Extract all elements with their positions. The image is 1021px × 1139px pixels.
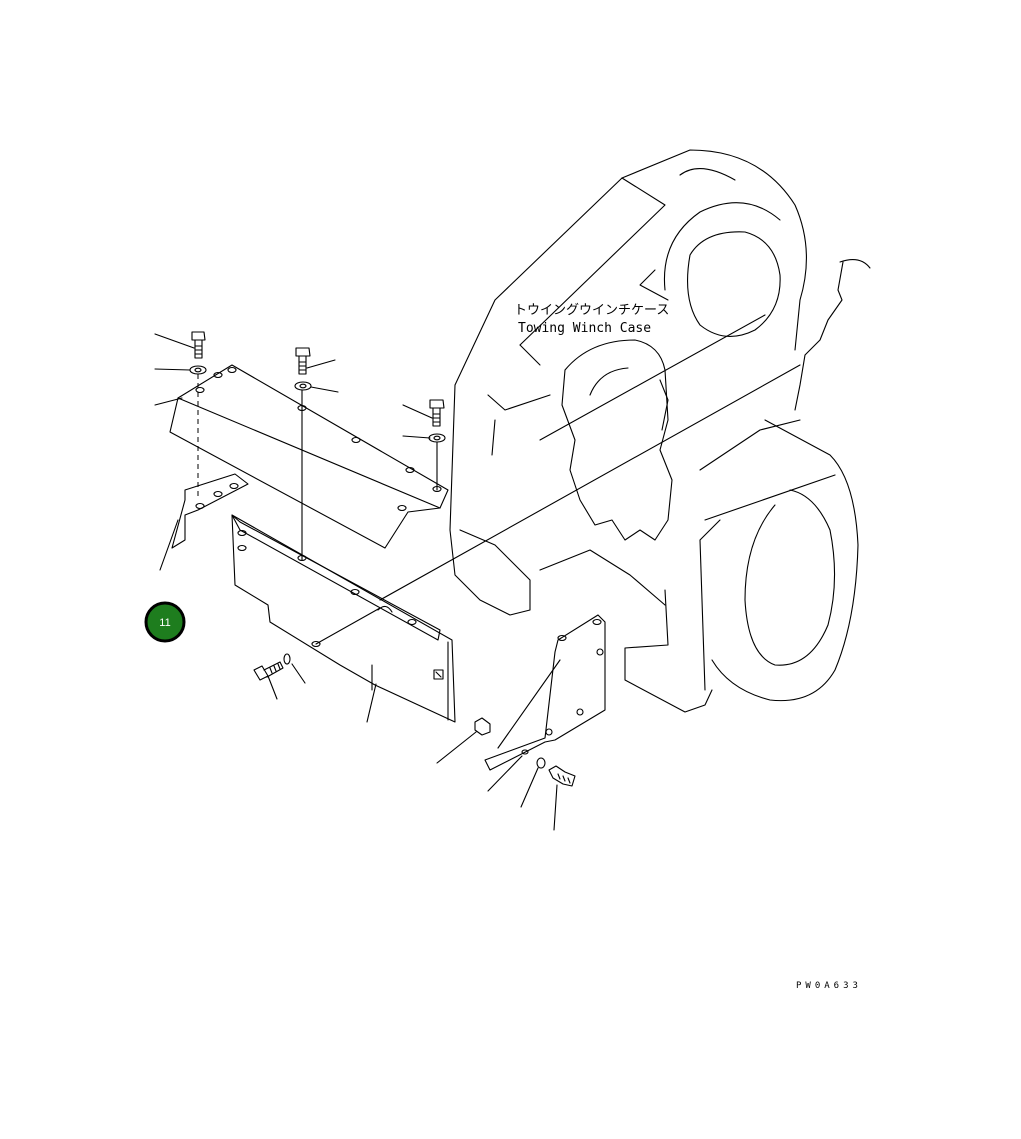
case-label-english: Towing Winch Case (518, 321, 651, 336)
right-bracket (484, 614, 606, 771)
callout-marker-11[interactable]: 11 (144, 601, 186, 643)
callout-circle[interactable] (144, 601, 186, 643)
side-cover-panel (231, 514, 456, 723)
drawing-code: PW0A633 (796, 981, 862, 991)
towing-winch-case-housing (379, 149, 871, 713)
assembly-guide-lines (197, 374, 561, 749)
bolt-set (189, 331, 576, 787)
left-bracket (171, 473, 249, 549)
callout-number[interactable]: 11 (159, 617, 170, 629)
top-cover-plate (169, 364, 449, 549)
leader-lines (154, 333, 558, 831)
case-label-japanese: トウイングウインチケース (514, 303, 669, 318)
